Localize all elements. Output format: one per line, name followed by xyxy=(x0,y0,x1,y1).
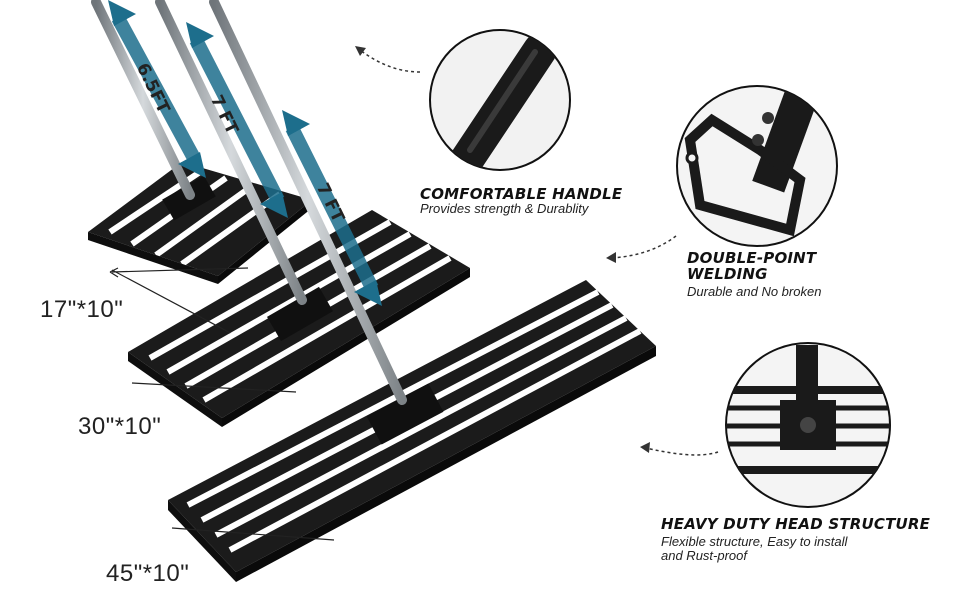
size-label-medium: 30"*10" xyxy=(78,413,162,440)
rake-medium-bracket xyxy=(267,286,333,342)
rake-medium-pole xyxy=(155,0,307,305)
feature-handle-subtitle: Provides strength & Durablity xyxy=(420,201,589,216)
feature-handle: COMFORTABLE HANDLE Provides strength & D… xyxy=(420,186,622,216)
pointer-arrow-handle xyxy=(359,49,421,73)
size-label-small: 17"*10" xyxy=(40,296,124,323)
length-arrow-small xyxy=(108,0,206,178)
pointer-arrow-head xyxy=(645,447,719,456)
pointer-arrowheads xyxy=(355,46,650,453)
pointer-arrows xyxy=(359,49,719,456)
rake-large-pole xyxy=(209,0,407,405)
foam-handle-closeup-icon xyxy=(429,29,571,171)
length-arrow-large xyxy=(282,110,382,306)
feature-welding: DOUBLE-POINT WELDING Durable and No brok… xyxy=(687,250,821,299)
size-label-large: 45"*10" xyxy=(106,560,190,587)
feature-head-subtitle-line2: and Rust-proof xyxy=(661,548,747,563)
width-arrows xyxy=(109,267,335,541)
feature-welding-title-line2: WELDING xyxy=(687,265,768,283)
feature-welding-title-line1: DOUBLE-POINT xyxy=(687,249,817,267)
bracket-weld-closeup-icon xyxy=(676,85,838,247)
feature-head-subtitle-line1: Flexible structure, Easy to install xyxy=(661,534,848,549)
feature-head-title: HEAVY DUTY HEAD STRUCTURE xyxy=(661,515,931,533)
feature-head: HEAVY DUTY HEAD STRUCTURE Flexible struc… xyxy=(661,516,930,563)
pointer-arrow-welding xyxy=(611,235,677,259)
rake-small-frame xyxy=(88,162,312,276)
length-arrow-medium xyxy=(186,22,288,218)
feature-welding-subtitle: Durable and No broken xyxy=(687,284,822,299)
rake-large xyxy=(168,0,656,582)
feature-handle-title: COMFORTABLE HANDLE xyxy=(420,185,623,203)
rake-small-pole xyxy=(91,0,195,200)
rake-large-bracket xyxy=(366,383,444,445)
head-structure-closeup-icon xyxy=(725,342,891,508)
